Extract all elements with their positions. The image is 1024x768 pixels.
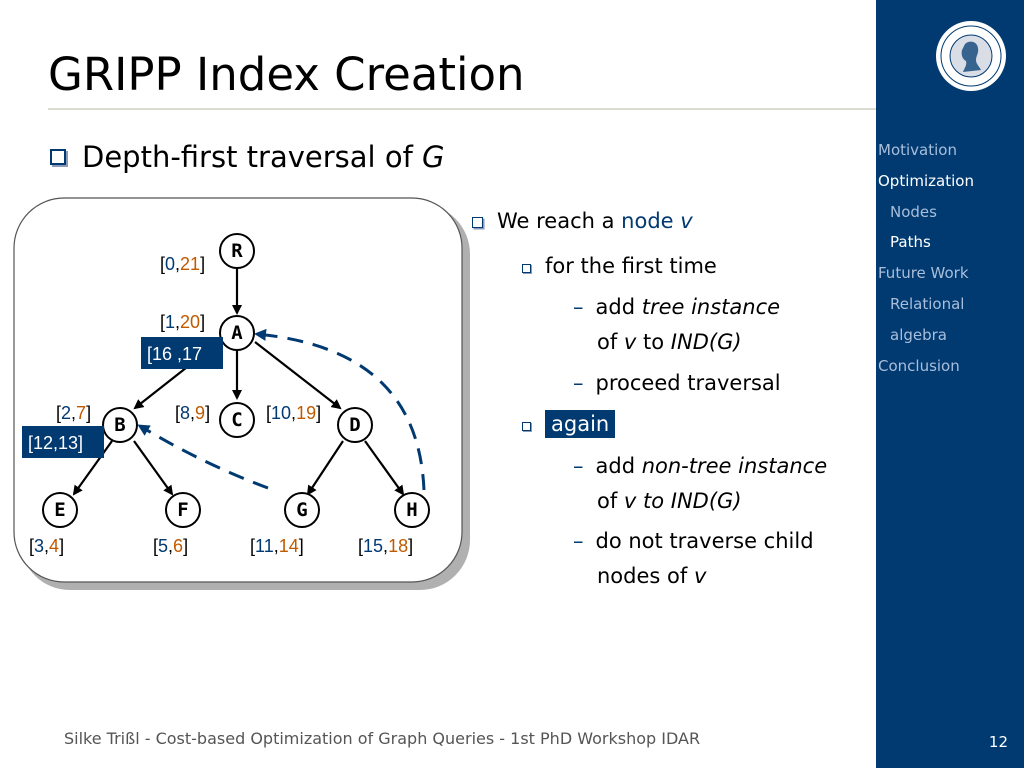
square-bullet-icon	[522, 264, 531, 273]
main-bullet: Depth-first traversal of G	[50, 140, 444, 174]
node-R	[219, 233, 255, 269]
bullet-no-traverse: –do not traverse child	[573, 529, 814, 553]
interval-R: [0,21]	[160, 254, 205, 274]
node-D	[337, 407, 373, 443]
sidebar-item-relational[interactable]: Relational	[890, 294, 965, 313]
sidebar-item-future-work[interactable]: Future Work	[878, 264, 969, 283]
bullet-add-tree-instance: –add tree instance	[573, 295, 781, 319]
bullet-proceed-traversal: –proceed traversal	[573, 371, 781, 395]
edge-B-F	[133, 440, 174, 496]
edge-D-G	[306, 440, 344, 496]
node-E-label: E	[54, 499, 65, 521]
node-E	[42, 492, 78, 528]
sidebar-item-paths[interactable]: Paths	[890, 233, 931, 252]
graph-nodes	[42, 233, 430, 528]
node-G-label: G	[296, 499, 307, 521]
node-B	[102, 407, 138, 443]
sidebar-item-nodes[interactable]: Nodes	[890, 202, 937, 221]
edge-D-H	[364, 440, 405, 496]
bullet-first-time: for the first time	[522, 249, 717, 284]
bullet-add-tree-instance-cont: of v to IND(G)	[597, 330, 742, 354]
interval-B: [2,7]	[56, 403, 91, 423]
nontree-interval-A: [16 ,17	[147, 344, 202, 364]
node-A	[219, 315, 255, 351]
node-H	[394, 492, 430, 528]
bullet-no-traverse-cont: nodes of v	[597, 564, 707, 588]
node-R-label: R	[231, 240, 243, 262]
node-B-label: B	[114, 414, 125, 436]
sidebar-item-algebra[interactable]: algebra	[890, 325, 947, 344]
nontree-edges	[137, 328, 426, 491]
sidebar-item-motivation[interactable]: Motivation	[878, 141, 957, 159]
square-bullet-icon	[50, 149, 66, 165]
bullet-add-nontree-instance: –add non-tree instance	[573, 454, 828, 478]
interval-E: [3,4]	[29, 536, 64, 556]
nontree-interval-B-box	[22, 426, 104, 458]
slide-title: GRIPP Index Creation	[48, 48, 525, 101]
node-D-label: D	[349, 414, 360, 436]
page-number: 12	[988, 733, 1008, 751]
main-bullet-text: Depth-first traversal of	[82, 140, 422, 174]
sidebar	[876, 0, 1024, 768]
square-bullet-icon	[522, 422, 531, 431]
main-bullet-emphasis: G	[422, 140, 445, 174]
node-F-label: F	[177, 499, 188, 521]
title-divider	[48, 108, 976, 110]
interval-A: [1,20]	[160, 312, 205, 332]
node-A-label: A	[231, 322, 243, 344]
interval-D: [10,19]	[266, 403, 321, 423]
interval-H: [15,18]	[358, 536, 413, 556]
square-bullet-icon	[472, 217, 483, 228]
edge-A-D	[254, 341, 342, 410]
node-C-label: C	[231, 409, 242, 431]
nontree-edge-H-A	[254, 328, 426, 491]
bullet-add-nontree-instance-cont: of v to IND(G)	[597, 489, 742, 513]
sidebar-nav: Motivation Optimization Nodes Paths Futu…	[878, 140, 974, 386]
node-C	[219, 402, 255, 438]
sidebar-item-optimization[interactable]: Optimization	[878, 171, 974, 190]
bullet-again: again	[522, 407, 616, 442]
nontree-interval-A-box	[141, 337, 223, 369]
nontree-interval-B: [12,13]	[28, 433, 83, 453]
node-H-label: H	[406, 499, 417, 521]
sidebar-item-conclusion[interactable]: Conclusion	[878, 356, 960, 375]
footer-text: Silke Trißl - Cost-based Optimization of…	[64, 729, 701, 748]
interval-F: [5,6]	[153, 536, 188, 556]
interval-C: [8,9]	[175, 403, 210, 423]
interval-G: [11,14]	[250, 536, 304, 556]
node-F	[165, 492, 201, 528]
bullet-reach-node: We reach a node v	[472, 204, 693, 239]
node-G	[284, 492, 320, 528]
graph-diagram: R A B C D E F G H [0,21] [1,20] [2,7] [8…	[13, 197, 470, 590]
university-seal-logo	[936, 21, 1006, 91]
edge-B-E	[72, 440, 113, 496]
